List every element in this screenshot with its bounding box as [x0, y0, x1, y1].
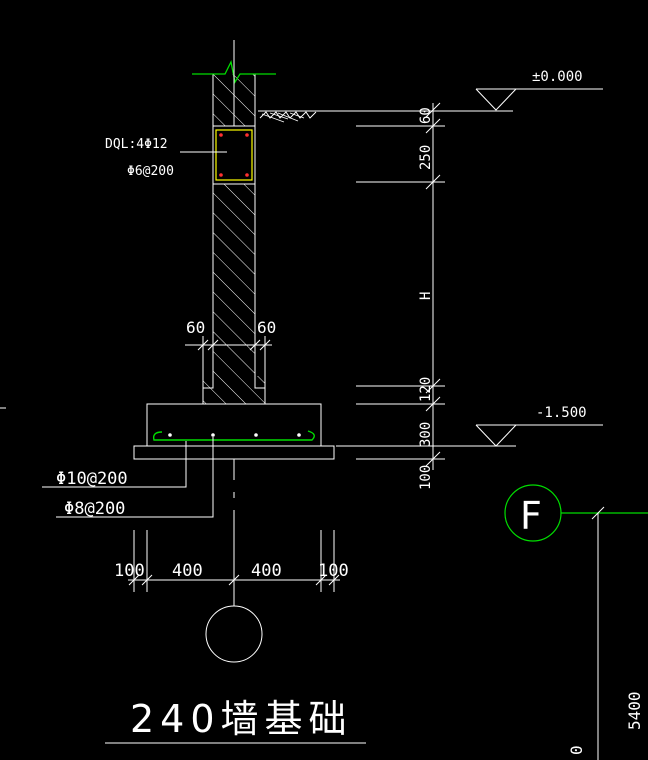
offset-right: 60 [257, 318, 276, 337]
drawing-title: 240墙基础 [105, 697, 366, 744]
wall-break-mark [192, 60, 276, 84]
footing-dimensions: 100 400 400 100 [114, 530, 349, 592]
rebar-dot [219, 133, 223, 137]
level-marker-top: ±0.000 [475, 69, 603, 111]
ring-beam-stirrup [215, 129, 253, 181]
level-marker-bottom: -1.500 [336, 405, 603, 447]
grid-bubble-label: F [520, 494, 542, 538]
vdim-h: H [418, 292, 434, 300]
footing-rebar-annotation: Φ10@200 Φ8@200 [42, 437, 214, 519]
ground-surface [258, 110, 513, 123]
beam-stirrup-label: Φ6@200 [127, 164, 174, 179]
footing [133, 403, 335, 460]
rebar-bottom-label: Φ10@200 [56, 469, 128, 489]
level-top-label: ±0.000 [532, 69, 583, 85]
footing-bottom-rebar [152, 430, 315, 441]
grid-dim-5400: 5400 [625, 691, 644, 730]
vdim-250: 250 [418, 145, 434, 170]
rebar-dot [245, 173, 249, 177]
offset-dimensions: 60 60 [185, 318, 276, 388]
wall-section [192, 40, 276, 376]
rebar-dot [219, 173, 223, 177]
hdim-left-100: 100 [114, 561, 145, 581]
rebar-dist-label: Φ8@200 [64, 499, 125, 519]
ring-beam [180, 125, 256, 185]
rebar-dot [245, 133, 249, 137]
hdim-left-400: 400 [172, 561, 203, 581]
vdim-100: 100 [418, 465, 434, 490]
vdim-120: 120 [418, 377, 434, 402]
wall-step-base [202, 376, 266, 405]
footing-cushion [133, 445, 335, 460]
vdim-60: 60 [418, 107, 434, 124]
level-bottom-label: -1.500 [536, 405, 587, 421]
beam-annotation: DQL:4Φ12 Φ6@200 [105, 137, 174, 179]
hdim-right-100: 100 [318, 561, 349, 581]
drawing-title-text: 240墙基础 [130, 697, 353, 741]
vertical-dimensions: 60 250 H 120 300 100 [356, 102, 445, 490]
grid-axis-f: F 5400 0 [504, 484, 648, 760]
vdim-300: 300 [418, 422, 434, 447]
offset-left: 60 [186, 318, 205, 337]
beam-rebar-label: DQL:4Φ12 [105, 137, 168, 152]
axis-bubble [205, 605, 263, 663]
hdim-right-400: 400 [251, 561, 282, 581]
grid-dim-partial: 0 [567, 745, 586, 755]
